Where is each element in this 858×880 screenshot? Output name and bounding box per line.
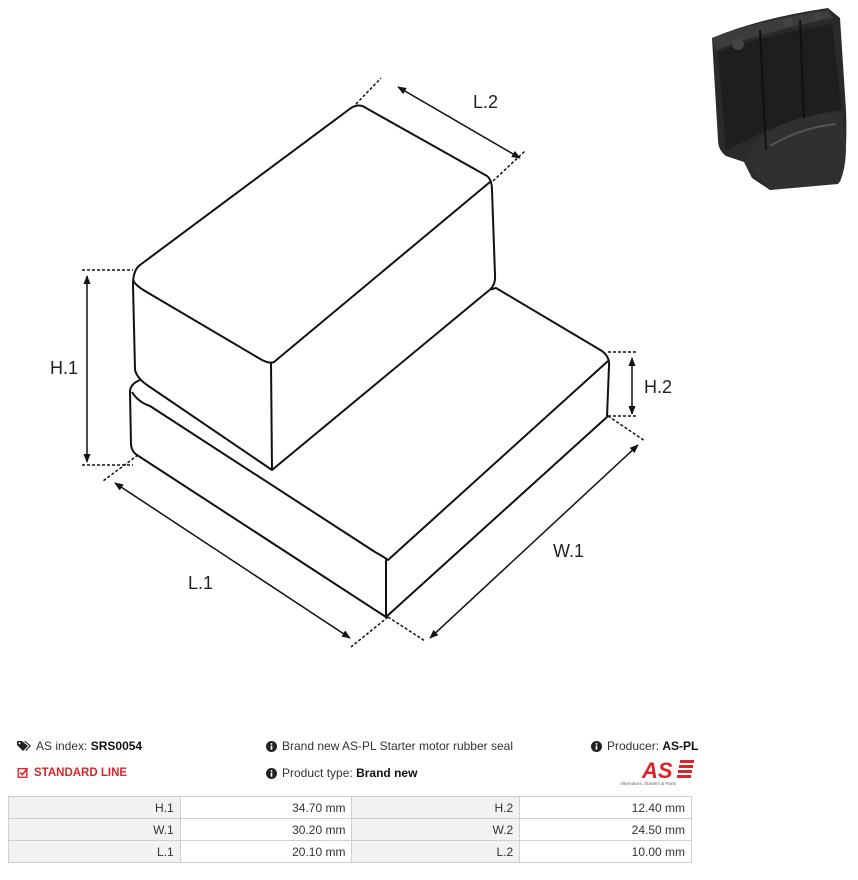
info-icon [266,741,277,752]
spec-value: 24.50 mm [519,818,692,841]
product-type: Product type: Brand new [266,766,417,780]
spec-value: 34.70 mm [179,796,353,819]
as-index: AS index: SRS0054 [17,739,142,753]
producer-value: AS-PL [662,739,699,753]
logo-text: AS [641,758,673,783]
logo-caption: Alternators, Starters & Parts [620,781,677,786]
dimension-drawing: L.2 H.1 H.2 W.1 L.1 [50,8,847,648]
tags-icon [17,741,31,751]
table-row: H.1 34.70 mm H.2 12.40 mm [8,796,692,819]
spec-key: H.2 [351,796,521,819]
spec-value: 30.20 mm [179,818,353,841]
as-index-label: AS index: [36,739,88,753]
as-pl-logo: AS [641,758,694,783]
product-type-label: Product type: [282,766,353,780]
rubber-seal-photo [712,8,847,190]
label-l1: L.1 [188,573,213,593]
spec-value: 12.40 mm [519,796,692,819]
label-h1: H.1 [50,358,78,378]
upper-block [132,104,497,471]
label-l2: L.2 [473,92,498,112]
dimensions-table: H.1 34.70 mm H.2 12.40 mm W.1 30.20 mm W… [8,796,692,863]
description: Brand new AS-PL Starter motor rubber sea… [266,739,513,753]
extension-lines [82,77,646,648]
label-h2: H.2 [644,377,672,397]
description-text: Brand new AS-PL Starter motor rubber sea… [282,739,513,753]
table-row: W.1 30.20 mm W.2 24.50 mm [8,818,692,841]
table-row: L.1 20.10 mm L.2 10.00 mm [8,840,692,863]
checkbox-checked-icon [17,767,29,778]
spec-value: 20.10 mm [179,840,353,863]
producer: Producer: AS-PL [591,739,698,753]
info-icon [266,768,277,779]
spec-value: 10.00 mm [519,840,692,863]
as-index-value: SRS0054 [90,739,143,753]
product-type-value: Brand new [356,766,418,780]
standard-line-badge: STANDARD LINE [17,766,127,780]
label-w1: W.1 [553,541,584,561]
spec-key: W.1 [8,818,181,841]
spec-key: L.2 [351,840,521,863]
spec-key: L.1 [8,840,181,863]
spec-key: H.1 [8,796,181,819]
standard-line-label: STANDARD LINE [34,767,128,779]
spec-key: W.2 [351,818,521,841]
dimension-lines [83,86,639,639]
info-icon [591,741,602,752]
producer-label: Producer: [607,739,660,753]
